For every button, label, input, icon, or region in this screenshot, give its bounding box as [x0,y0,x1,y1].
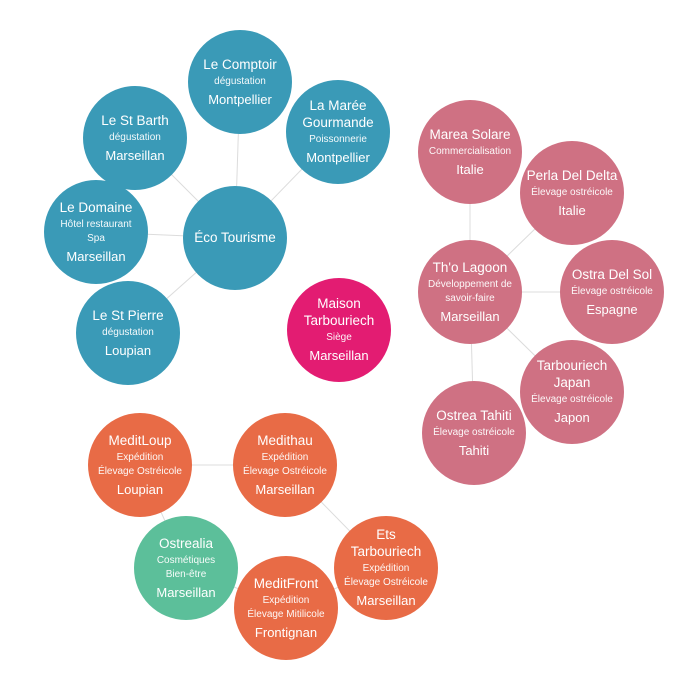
node-detail: Élevage ostréicole [433,426,515,438]
node-detail: Élevage Ostréicole [243,465,327,477]
node-detail: Expédition [362,563,410,574]
node-name: La Marée Gourmande [302,98,374,130]
node-le-st-pierre[interactable]: Le St Pierre dégustation Loupian [76,281,180,385]
node-city: Marseillan [156,584,216,600]
node-name: Perla Del Delta [526,167,618,183]
node-detail: Expédition [262,594,310,606]
node-name: Marea Solare [429,126,511,142]
node-city: Loupian [116,481,164,497]
node-detail: Développement de savoir-faire [428,278,512,304]
node-eco-tourisme[interactable]: Éco Tourisme [183,186,287,290]
node-detail: Élevage ostréicole [571,285,653,297]
node-detail: Cosmétiques [156,554,216,566]
node-detail: Élevage ostréicole [531,394,613,405]
node-city: Marseillan [105,147,165,163]
node-detail: Siège [326,332,352,343]
node-city: Montpellier [306,150,370,165]
node-detail: Hôtel restaurant [60,218,132,230]
node-ostrealia[interactable]: Ostrealia Cosmétiques Bien-être Marseill… [134,516,238,620]
node-detail: dégustation [109,131,161,143]
node-city: Marseillan [356,593,416,608]
node-detail: Élevage Ostréicole [344,577,428,588]
node-city: Tahiti [458,442,490,458]
node-city: Marseillan [440,308,500,324]
node-detail: Expédition [116,451,164,463]
node-detail: dégustation [214,75,266,87]
node-ostra-del-sol[interactable]: Ostra Del Sol Élevage ostréicole Espagne [560,240,664,344]
node-meditfront[interactable]: MeditFront Expédition Élevage Mitilicole… [234,556,338,660]
node-perla-del-delta[interactable]: Perla Del Delta Élevage ostréicole Itali… [520,141,624,245]
node-medithau[interactable]: Medithau Expédition Élevage Ostréicole M… [233,413,337,517]
node-city: Marseillan [255,481,315,497]
node-name: Medithau [257,432,313,448]
node-detail: Élevage Ostréicole [98,465,182,477]
node-ets-tarbouriech[interactable]: Ets Tarbouriech Expédition Élevage Ostré… [334,516,438,620]
node-ostrea-tahiti[interactable]: Ostrea Tahiti Élevage ostréicole Tahiti [422,381,526,485]
node-name: MeditFront [253,575,319,591]
node-city: Japon [554,410,590,425]
node-la-maree-gourmande[interactable]: La Marée Gourmande Poissonnerie Montpell… [286,80,390,184]
node-name: MeditLoup [108,432,172,448]
node-detail: Poissonnerie [309,134,367,145]
node-name: Ostrealia [158,535,214,551]
node-detail: Bien-être [165,568,207,580]
node-city: Marseillan [309,348,369,363]
node-detail: Élevage Mitilicole [247,608,325,620]
node-city: Marseillan [66,248,126,264]
node-name: Le Comptoir [203,56,277,72]
node-name: Éco Tourisme [194,229,276,245]
node-city: Frontignan [254,624,318,640]
node-detail: dégustation [102,326,154,338]
node-name: Le St Barth [101,112,169,128]
node-city: Espagne [586,301,638,317]
node-city: Montpellier [208,91,272,107]
node-name: Maison Tarbouriech [303,296,375,328]
node-tarbouriech-japan[interactable]: Tarbouriech Japan Élevage ostréicole Jap… [520,340,624,444]
node-name: Ets Tarbouriech [350,527,422,559]
node-city: Loupian [104,342,152,358]
node-detail: Spa [87,232,105,244]
node-detail: Expédition [261,451,309,463]
node-name: Tarbouriech Japan [536,358,608,390]
node-name: Ostrea Tahiti [436,407,512,423]
node-meditloup[interactable]: MeditLoup Expédition Élevage Ostréicole … [88,413,192,517]
node-detail: Commercialisation [428,145,512,157]
node-name: Th'o Lagoon [432,259,508,275]
node-name: Ostra Del Sol [571,266,653,282]
node-detail: Élevage ostréicole [531,186,613,198]
node-marea-solare[interactable]: Marea Solare Commercialisation Italie [418,100,522,204]
node-name: Le Domaine [59,199,133,215]
node-le-st-barth[interactable]: Le St Barth dégustation Marseillan [83,86,187,190]
node-tho-lagoon[interactable]: Th'o Lagoon Développement de savoir-fair… [418,240,522,344]
node-le-comptoir[interactable]: Le Comptoir dégustation Montpellier [188,30,292,134]
node-city: Italie [456,161,484,177]
node-name: Le St Pierre [92,307,164,323]
node-maison-tarbouriech[interactable]: Maison Tarbouriech Siège Marseillan [287,278,391,382]
node-le-domaine[interactable]: Le Domaine Hôtel restaurant Spa Marseill… [44,180,148,284]
node-city: Italie [558,202,586,218]
